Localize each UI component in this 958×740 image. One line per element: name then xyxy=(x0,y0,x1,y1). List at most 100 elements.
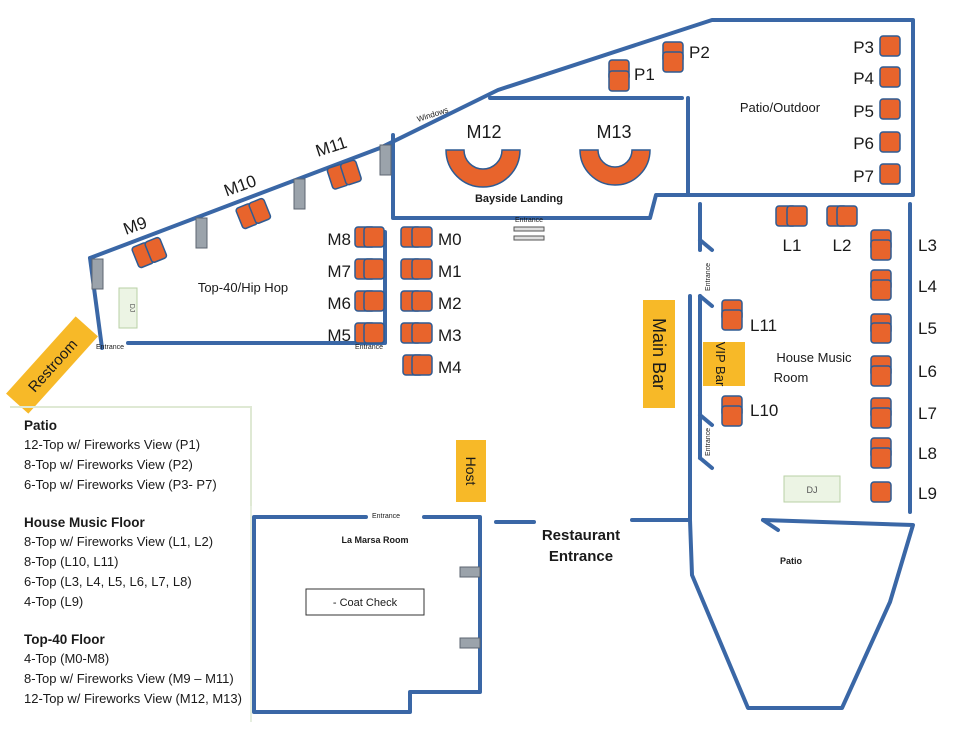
table-M13[interactable] xyxy=(579,149,651,186)
table-P6[interactable] xyxy=(879,131,901,153)
legend-item: 6-Top w/ Fireworks View (P3- P7) xyxy=(24,477,217,492)
legend-item: 8-Top w/ Fireworks View (M9 – M11) xyxy=(24,671,234,686)
table-M7[interactable] xyxy=(363,258,385,280)
table-M6[interactable] xyxy=(363,290,385,312)
legend-item: 12-Top w/ Fireworks View (P1) xyxy=(24,437,201,452)
legend-patio: Patio 12-Top w/ Fireworks View (P1) 8-To… xyxy=(24,418,274,495)
dj-booth-house xyxy=(783,475,841,503)
table-label-P3: P3 xyxy=(853,38,874,57)
table-label-L1: L1 xyxy=(783,236,802,255)
pillar xyxy=(459,637,481,649)
table-label-M7: M7 xyxy=(327,262,351,281)
pillars xyxy=(91,144,481,649)
restroom-badge: Restroom xyxy=(6,316,98,414)
dj-label-house: DJ xyxy=(807,485,818,495)
coat-check-box xyxy=(305,588,425,616)
patio-gap-wall xyxy=(761,518,780,532)
table-label-P1: P1 xyxy=(634,65,655,84)
table-M3[interactable] xyxy=(411,322,433,344)
table-M9[interactable] xyxy=(131,236,168,269)
table-label-P7: P7 xyxy=(853,167,874,186)
house-diag-1 xyxy=(698,238,714,252)
walls xyxy=(88,18,915,714)
pillar xyxy=(293,178,306,210)
top40-right-tables: M0 M1 M2 M3 M4 xyxy=(400,226,462,377)
house-tables: L1 L2 L3 L4 L5 L6 L7 L8 L9 L11 L10 xyxy=(721,205,937,503)
bayside-wall xyxy=(391,133,690,220)
table-L5[interactable] xyxy=(870,322,892,344)
house-entrance-bottom-label: Entrance xyxy=(705,428,712,456)
table-P1[interactable] xyxy=(608,70,630,92)
table-L6[interactable] xyxy=(870,365,892,387)
table-L8[interactable] xyxy=(870,447,892,469)
table-L10[interactable] xyxy=(721,405,743,427)
table-label-M2: M2 xyxy=(438,294,462,313)
top40-left-tables: M8 M7 M6 M5 xyxy=(327,226,385,345)
table-L9[interactable] xyxy=(870,481,892,503)
table-M12[interactable] xyxy=(445,149,521,188)
vip-bar-badge xyxy=(703,342,745,386)
table-M2[interactable] xyxy=(411,290,433,312)
table-L1[interactable] xyxy=(786,205,808,227)
house-entrance-top-label: Entrance xyxy=(705,263,712,291)
table-label-P4: P4 xyxy=(853,69,874,88)
pillar xyxy=(195,217,208,249)
la-marsa-wall xyxy=(252,515,482,714)
pillar xyxy=(91,258,104,290)
table-M0[interactable] xyxy=(411,226,433,248)
table-P5[interactable] xyxy=(879,98,901,120)
table-M1[interactable] xyxy=(411,258,433,280)
legend-item: 4-Top (M0-M8) xyxy=(24,651,110,666)
table-label-M9: M9 xyxy=(121,213,150,239)
table-label-M12: M12 xyxy=(466,122,501,142)
table-M4[interactable] xyxy=(411,354,433,376)
legend-item: 4-Top (L9) xyxy=(24,594,84,609)
la-marsa-label: La Marsa Room xyxy=(341,535,408,545)
table-P7[interactable] xyxy=(879,163,901,185)
table-label-M8: M8 xyxy=(327,230,351,249)
table-L2[interactable] xyxy=(836,205,858,227)
table-label-M11: M11 xyxy=(313,133,349,161)
legend: Patio 12-Top w/ Fireworks View (P1) 8-To… xyxy=(24,418,274,729)
table-P4[interactable] xyxy=(879,66,901,88)
table-label-P6: P6 xyxy=(853,134,874,153)
legend-house-title: House Music Floor xyxy=(24,515,145,530)
table-label-L4: L4 xyxy=(918,277,937,296)
table-L11[interactable] xyxy=(721,309,743,331)
house-diag-4 xyxy=(698,456,714,470)
dj-label-top40: DJ xyxy=(128,304,135,313)
top40-label: Top-40/Hip Hop xyxy=(198,280,288,295)
table-P2[interactable] xyxy=(662,51,684,73)
house-diag-3 xyxy=(698,413,714,427)
table-label-M13: M13 xyxy=(596,122,631,142)
table-label-L10: L10 xyxy=(750,401,778,420)
table-label-M5: M5 xyxy=(327,326,351,345)
table-P3[interactable] xyxy=(879,35,901,57)
legend-rule xyxy=(250,506,252,722)
table-L4[interactable] xyxy=(870,279,892,301)
legend-item: 8-Top (L10, L11) xyxy=(24,554,119,569)
legend-item: 8-Top w/ Fireworks View (P2) xyxy=(24,457,193,472)
legend-house: House Music Floor 8-Top w/ Fireworks Vie… xyxy=(24,515,274,612)
table-label-L6: L6 xyxy=(918,362,937,381)
table-label-L8: L8 xyxy=(918,444,937,463)
bayside-tables: M12 M13 xyxy=(445,122,651,188)
bottom-patio-wall xyxy=(688,518,915,710)
legend-patio-title: Patio xyxy=(24,418,58,433)
table-M8[interactable] xyxy=(363,226,385,248)
legend-item: 12-Top w/ Fireworks View (M12, M13) xyxy=(24,691,242,706)
coat-check-label: - Coat Check xyxy=(333,597,398,609)
main-bar-badge xyxy=(643,300,675,408)
restaurant-entrance-label-1: Restaurant xyxy=(542,527,620,544)
table-M10[interactable] xyxy=(235,197,272,230)
m5-entrance-label: Entrance xyxy=(355,344,383,351)
table-M11[interactable] xyxy=(326,159,362,190)
table-L3[interactable] xyxy=(870,239,892,261)
table-label-L3: L3 xyxy=(918,236,937,255)
table-M5[interactable] xyxy=(363,322,385,344)
host-badge xyxy=(456,440,486,502)
legend-item: 6-Top (L3, L4, L5, L6, L7, L8) xyxy=(24,574,192,589)
table-L7[interactable] xyxy=(870,407,892,429)
host-label: Host xyxy=(463,457,479,486)
